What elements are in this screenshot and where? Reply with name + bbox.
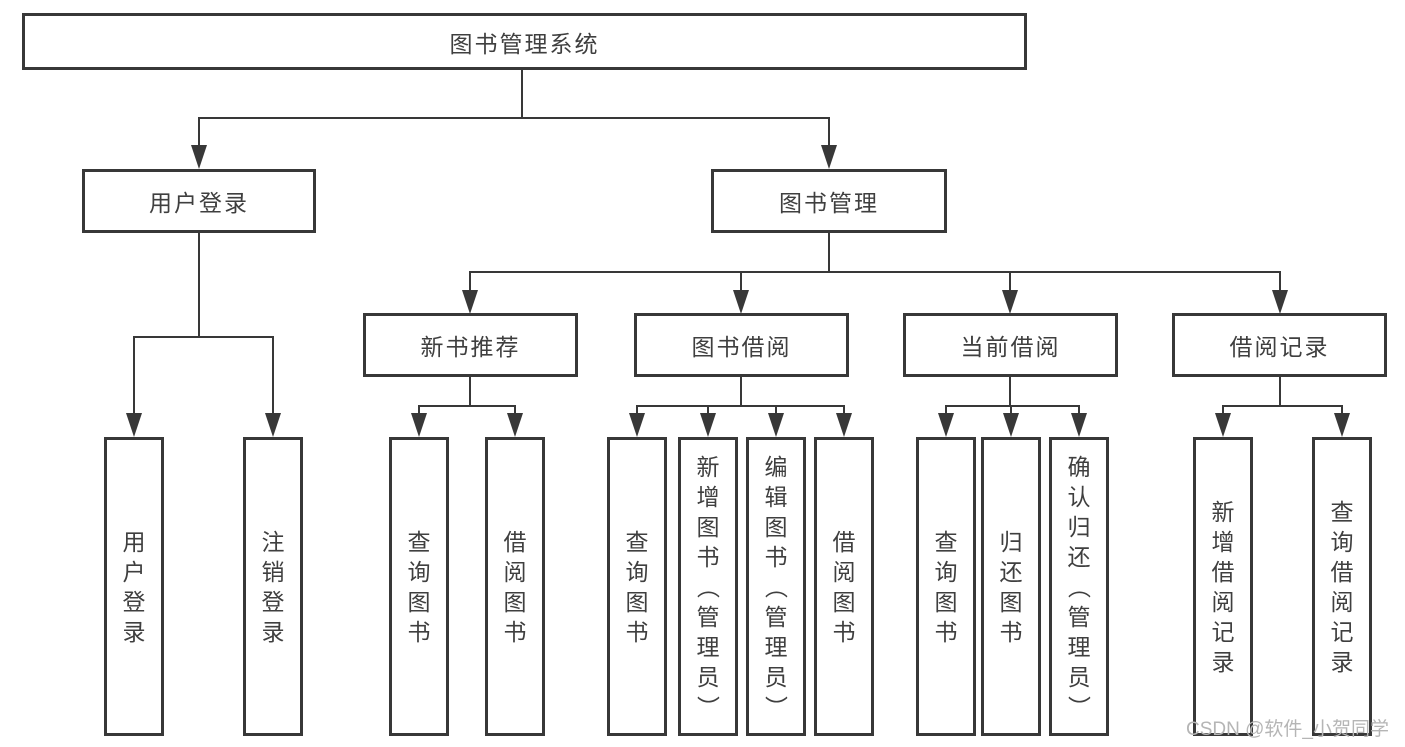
- arrow-down-icon: [768, 413, 784, 437]
- connector-line: [198, 117, 200, 147]
- node-label: 新书推荐: [420, 334, 521, 360]
- connector-line: [636, 405, 845, 407]
- connector-line: [133, 336, 274, 338]
- arrow-down-icon: [1334, 413, 1350, 437]
- arrow-down-icon: [700, 413, 716, 437]
- arrow-down-icon: [1272, 290, 1288, 314]
- node-label: 查询图书: [934, 528, 958, 645]
- connector-line: [1279, 377, 1281, 407]
- connector-line: [469, 271, 471, 292]
- connector-line: [521, 69, 523, 118]
- leaf-logout: 注销登录: [243, 437, 303, 736]
- connector-line: [945, 405, 947, 415]
- node-current-borrowing: 当前借阅: [903, 313, 1118, 377]
- leaf-confirm-return-admin: 确认归还（管理员）: [1049, 437, 1109, 736]
- leaf-search-books-recommend: 查询图书: [389, 437, 449, 736]
- leaf-search-books-current: 查询图书: [916, 437, 976, 736]
- leaf-add-books-admin: 新增图书（管理员）: [678, 437, 738, 736]
- connector-line: [1078, 405, 1080, 415]
- leaf-return-books: 归还图书: [981, 437, 1041, 736]
- node-label: 查询图书: [407, 528, 431, 645]
- leaf-search-borrow-record: 查询借阅记录: [1312, 437, 1372, 736]
- leaf-user-login: 用户登录: [104, 437, 164, 736]
- node-label: 图书管理系统: [449, 30, 600, 57]
- connector-line: [272, 336, 274, 415]
- node-label: 查询借阅记录: [1330, 498, 1354, 675]
- connector-line: [775, 405, 777, 415]
- arrow-down-icon: [821, 145, 837, 169]
- connector-line: [740, 377, 742, 407]
- arrow-down-icon: [1071, 413, 1087, 437]
- leaf-search-books-borrowing: 查询图书: [607, 437, 667, 736]
- connector-line: [1222, 405, 1224, 415]
- connector-line: [828, 233, 830, 273]
- node-label: 确认归还（管理员）: [1066, 453, 1092, 719]
- arrow-down-icon: [265, 413, 281, 437]
- connector-line: [469, 377, 471, 407]
- connector-line: [418, 405, 516, 407]
- connector-line: [1009, 377, 1011, 407]
- node-label: 图书管理: [779, 190, 879, 216]
- node-label: 查询图书: [625, 528, 649, 645]
- arrow-down-icon: [191, 145, 207, 169]
- node-book-management: 图书管理: [711, 169, 947, 233]
- node-label: 当前借阅: [960, 334, 1061, 360]
- node-label: 用户登录: [122, 528, 146, 645]
- node-label: 归还图书: [999, 528, 1023, 645]
- leaf-borrow-books-borrowing: 借阅图书: [814, 437, 874, 736]
- arrow-down-icon: [1003, 413, 1019, 437]
- leaf-borrow-books-recommend: 借阅图书: [485, 437, 545, 736]
- arrow-down-icon: [462, 290, 478, 314]
- node-label: 新增图书（管理员）: [695, 453, 721, 719]
- arrow-down-icon: [938, 413, 954, 437]
- node-book-borrowing: 图书借阅: [634, 313, 849, 377]
- node-new-book-recommendation: 新书推荐: [363, 313, 578, 377]
- node-label: 借阅记录: [1229, 334, 1330, 360]
- connector-line: [740, 271, 742, 292]
- node-label: 新增借阅记录: [1211, 498, 1235, 675]
- node-label: 借阅图书: [832, 528, 856, 645]
- connector-line: [133, 336, 135, 415]
- connector-line: [514, 405, 516, 415]
- connector-line: [198, 233, 200, 338]
- connector-line: [418, 405, 420, 415]
- arrow-down-icon: [507, 413, 523, 437]
- connector-line: [1341, 405, 1343, 415]
- connector-line: [636, 405, 638, 415]
- connector-line: [945, 405, 1080, 407]
- connector-line: [1009, 271, 1011, 292]
- node-user-login: 用户登录: [82, 169, 316, 233]
- leaf-edit-books-admin: 编辑图书（管理员）: [746, 437, 806, 736]
- node-label: 图书借阅: [691, 334, 792, 360]
- node-label: 注销登录: [261, 528, 285, 645]
- arrow-down-icon: [411, 413, 427, 437]
- connector-line: [469, 271, 1281, 273]
- connector-line: [1222, 405, 1343, 407]
- connector-line: [828, 117, 830, 147]
- connector-line: [1010, 405, 1012, 415]
- node-label: 用户登录: [149, 190, 249, 216]
- node-label: 借阅图书: [503, 528, 527, 645]
- connector-line: [198, 117, 830, 119]
- watermark-text: CSDN @软件_小贺同学: [1186, 719, 1389, 740]
- arrow-down-icon: [1215, 413, 1231, 437]
- arrow-down-icon: [836, 413, 852, 437]
- connector-line: [707, 405, 709, 415]
- arrow-down-icon: [733, 290, 749, 314]
- connector-line: [1279, 271, 1281, 292]
- leaf-add-borrow-record: 新增借阅记录: [1193, 437, 1253, 736]
- node-borrowing-records: 借阅记录: [1172, 313, 1387, 377]
- node-library-management-system: 图书管理系统: [22, 13, 1027, 70]
- arrow-down-icon: [629, 413, 645, 437]
- arrow-down-icon: [1002, 290, 1018, 314]
- arrow-down-icon: [126, 413, 142, 437]
- connector-line: [843, 405, 845, 415]
- node-label: 编辑图书（管理员）: [763, 453, 789, 719]
